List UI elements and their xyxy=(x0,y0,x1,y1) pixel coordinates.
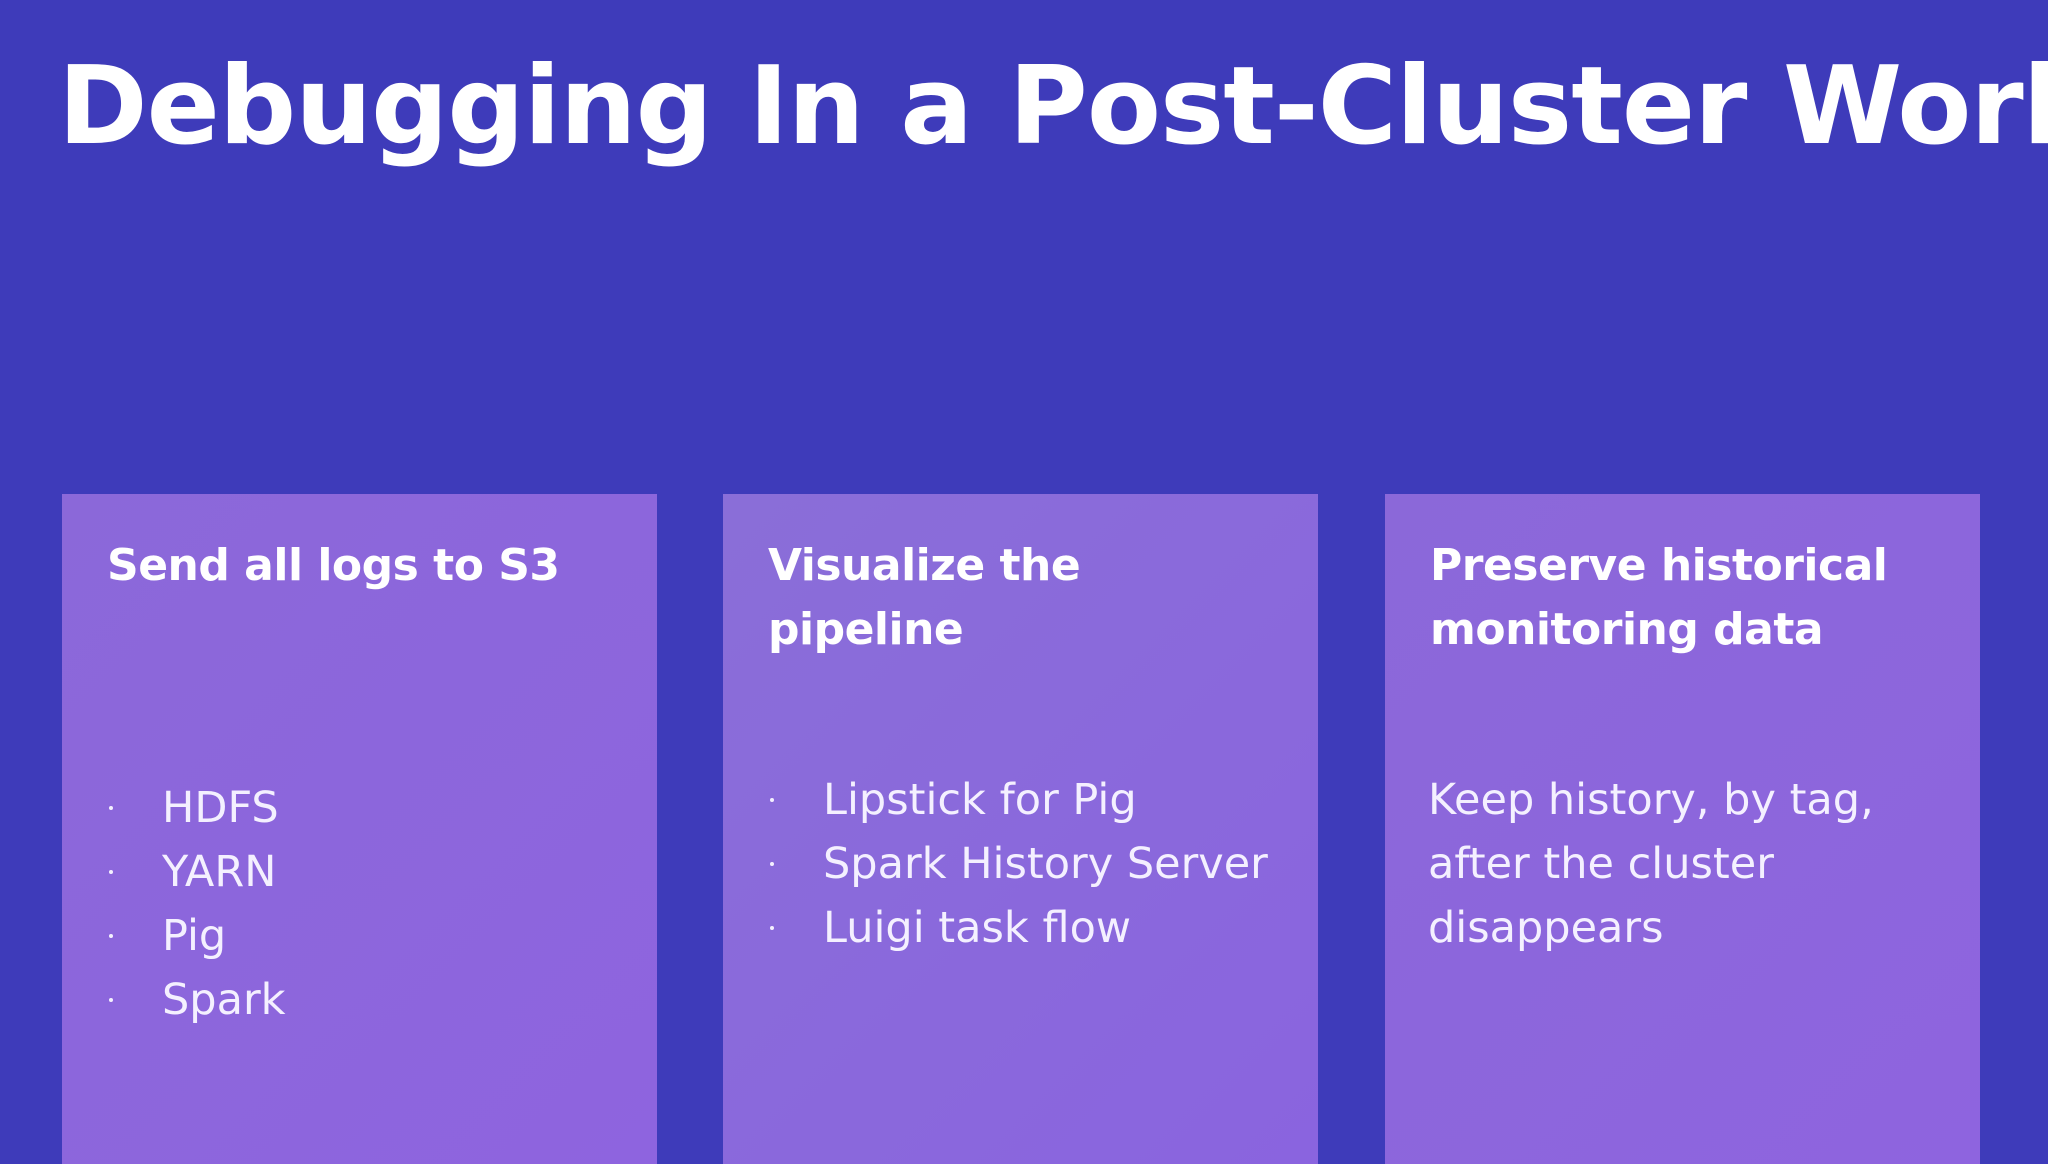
bullet-item: Spark xyxy=(107,968,286,1032)
card-heading: Send all logs to S3 xyxy=(107,540,560,591)
card-body-text: Keep history, by tag, after the cluster … xyxy=(1428,775,1874,953)
card-preserve-monitoring: Preserve historical monitoring data Keep… xyxy=(1385,494,1980,1164)
bullet-icon xyxy=(109,870,113,874)
bullet-icon xyxy=(109,934,113,938)
slide-title: Debugging In a Post-Cluster World xyxy=(58,44,2048,169)
bullet-icon xyxy=(109,806,113,810)
bullet-icon xyxy=(770,798,774,802)
card-send-logs: Send all logs to S3 HDFS YARN Pig Spark xyxy=(62,494,657,1164)
bullet-icon xyxy=(109,998,113,1002)
bullet-list: Lipstick for Pig Spark History Server Lu… xyxy=(768,768,1268,960)
bullet-text: Pig xyxy=(162,911,227,961)
card-heading: Visualize the pipeline xyxy=(768,540,1081,655)
bullet-icon xyxy=(770,926,774,930)
bullet-icon xyxy=(770,862,774,866)
bullet-item: HDFS xyxy=(107,776,286,840)
bullet-text: Spark History Server xyxy=(823,839,1268,889)
bullet-item: Pig xyxy=(107,904,286,968)
bullet-item: Luigi task flow xyxy=(768,896,1268,960)
bullet-text: YARN xyxy=(162,847,277,897)
bullet-list: HDFS YARN Pig Spark xyxy=(107,776,286,1032)
bullet-item: YARN xyxy=(107,840,286,904)
bullet-text: HDFS xyxy=(162,783,279,833)
bullet-item: Spark History Server xyxy=(768,832,1268,896)
bullet-text: Luigi task flow xyxy=(823,903,1132,953)
card-visualize-pipeline: Visualize the pipeline Lipstick for Pig … xyxy=(723,494,1318,1164)
bullet-text: Lipstick for Pig xyxy=(823,775,1137,825)
bullet-text: Spark xyxy=(162,975,286,1025)
card-heading: Preserve historical monitoring data xyxy=(1430,540,1888,655)
bullet-item: Lipstick for Pig xyxy=(768,768,1268,832)
